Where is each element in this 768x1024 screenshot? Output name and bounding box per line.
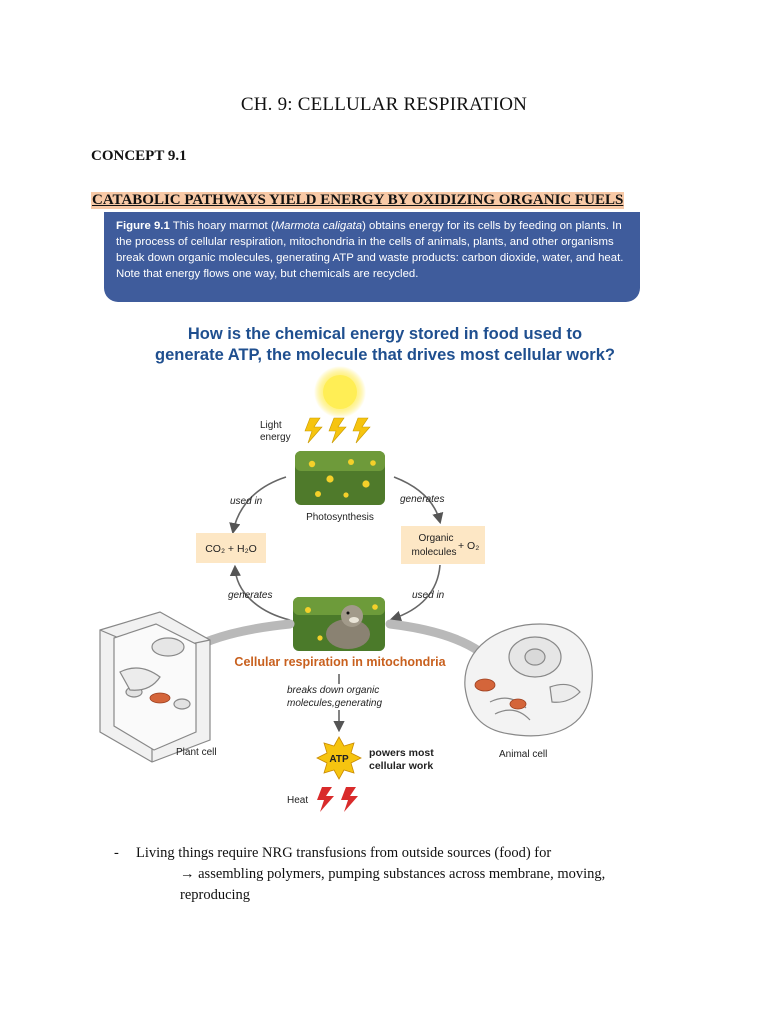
generates-left-label: generates: [228, 590, 272, 601]
animal-mitochondrion-icon-1: [474, 678, 496, 692]
generates-right-label: generates: [400, 494, 444, 505]
photosynthesis-label: Photosynthesis: [306, 512, 374, 523]
light-bolt-icons: [304, 417, 371, 444]
atp-burst-icon: [316, 736, 362, 780]
light-energy-label-1: Light: [260, 420, 282, 431]
question-line-1: How is the chemical energy stored in foo…: [188, 325, 582, 343]
animal-mitochondrion-icon-2: [509, 698, 527, 710]
sub-item-line-2: reproducing: [180, 887, 251, 903]
arrow-generates-right: [393, 476, 444, 525]
figure-caption: Figure 9.1 This hoary marmot (Marmota ca…: [104, 212, 640, 302]
powers-label-2: cellular work: [369, 760, 433, 772]
animal-cell-drawing: [464, 623, 593, 737]
organic-label-1: Organic: [418, 533, 453, 544]
cellular-respiration-label: Cellular respiration in mitochondria: [234, 655, 446, 669]
plant-mitochondrion-icon: [149, 692, 171, 704]
breaks-down-label-2: molecules,generating: [287, 698, 382, 709]
marmot-photo: [293, 597, 385, 651]
animal-cell-label: Animal cell: [499, 749, 547, 760]
light-energy-label-2: energy: [260, 432, 291, 443]
organic-label-2: molecules: [411, 547, 456, 558]
co2-h2o-box: [196, 533, 266, 563]
question-line-2: generate ATP, the molecule that drives m…: [155, 346, 615, 364]
caption-text-after: ) obtains energy for its cells by feedin…: [116, 220, 624, 280]
o2-label: + O₂: [458, 540, 479, 552]
bullet-dash: -: [114, 845, 119, 861]
used-in-right-label: used in: [412, 590, 445, 601]
page-title: CH. 9: CELLULAR RESPIRATION: [240, 94, 528, 115]
used-in-left-label: used in: [230, 496, 263, 507]
meadow-photo: [295, 451, 385, 505]
arrow-used-in-right: [389, 564, 441, 622]
co2-h2o-label: CO₂ + H₂O: [205, 543, 257, 555]
concept-label: CONCEPT 9.1: [91, 148, 187, 164]
respiration-figure: How is the chemical energy stored in foo…: [90, 312, 680, 822]
figure-label: Figure 9.1: [116, 220, 170, 232]
sun-icon: [323, 375, 357, 409]
organic-molecules-box: [401, 526, 485, 564]
plant-cell-label: Plant cell: [176, 747, 217, 758]
breaks-down-label-1: breaks down organic: [287, 685, 379, 696]
heat-bolt-icons: [317, 787, 358, 812]
species-name: Marmota caligata: [274, 220, 363, 232]
bullet-text: Living things require NRG transfusions f…: [136, 845, 552, 861]
caption-text-before: This hoary marmot (: [169, 220, 275, 232]
bullet-item: - Living things require NRG transfusions …: [114, 845, 551, 862]
arrow-generates-left: [229, 564, 291, 621]
figure-diagram: How is the chemical energy stored in foo…: [99, 325, 615, 812]
plant-cell-drawing: [99, 611, 211, 763]
atp-label: ATP: [329, 754, 349, 765]
sub-item-line-1: → assembling polymers, pumping substance…: [180, 866, 606, 882]
heat-label: Heat: [287, 795, 308, 806]
section-heading: CATABOLIC PATHWAYS YIELD ENERGY BY OXIDI…: [91, 192, 625, 209]
arrow-used-in-left: [229, 476, 287, 535]
powers-label-1: powers most: [369, 747, 434, 759]
